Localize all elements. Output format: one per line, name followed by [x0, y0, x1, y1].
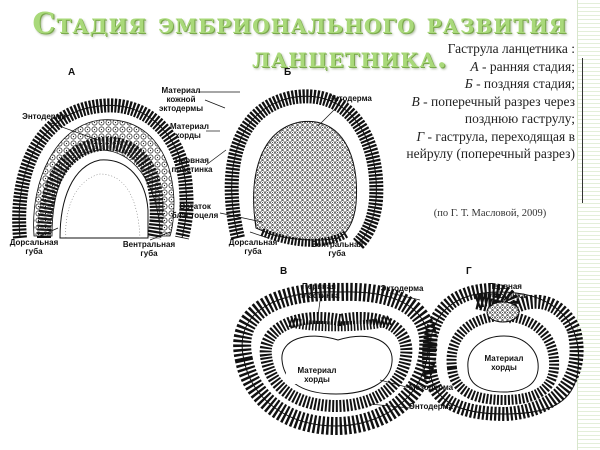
figure-letter-g: Г — [466, 266, 472, 277]
caption-item-a-letter: А — [470, 58, 479, 74]
caption-item-b-text: - поздняя стадия; — [472, 76, 575, 91]
caption-item-a-text: - ранняя стадия; — [478, 58, 575, 74]
label-pervaya-plastinka-v: Первная пластинка — [298, 282, 340, 300]
slide-title-line1: Стадия эмбрионального развития — [32, 6, 568, 40]
caption-item-v-text: - поперечный разрез через позднюю гастру… — [419, 93, 575, 127]
figure-b-late-gastrula — [224, 89, 384, 249]
caption-heading: Гаструла ланцетника : — [447, 41, 575, 56]
figure-letter-v: В — [280, 266, 288, 277]
caption-item-a: А - ранняя стадия; — [405, 58, 575, 76]
figure-v-cross-section — [233, 282, 438, 436]
label-entoderma-v: Энтодерма — [409, 402, 453, 411]
caption-item-v-letter: В — [411, 93, 420, 109]
caption-item-b-letter: Б — [464, 76, 473, 91]
caption-brace — [576, 58, 583, 203]
figure-letter-b: Б — [284, 67, 292, 78]
label-mezoderma-v: Мезодерма — [408, 383, 454, 392]
label-dorsalnaya-guba-a: Дорсальная губа — [9, 238, 59, 256]
label-entoderma-a: Энтодерма — [22, 112, 66, 121]
label-pervaya-plastinka: Первная пластинка — [171, 156, 213, 174]
caption-item-g-text: - гаструла, переходящая в нейрулу (попер… — [406, 128, 575, 162]
caption-item-v: В - поперечный разрез через позднюю гаст… — [405, 93, 576, 128]
label-material-kozhnoy-ektodermy: Материал кожной эктодермы — [158, 86, 204, 113]
caption-item-g-letter: Г — [416, 128, 425, 144]
figure-letter-a: А — [68, 67, 76, 78]
figure-b-archenteron — [253, 120, 358, 241]
caption-item-b: Б - поздняя стадия; — [405, 75, 575, 93]
label-ektoderma-v: Эктодерма — [380, 284, 424, 293]
label-ventralnaya-guba-b: Вентральная губа — [310, 240, 364, 258]
label-entoderma-b: Энтодерма — [328, 94, 372, 103]
label-material-hordy-g: Материал хорды — [484, 354, 524, 372]
label-ostatok-blastocelya: Остаток бластоцеля — [171, 202, 219, 220]
label-pervaya-plastinka-g: Первная пластинка — [484, 282, 526, 300]
caption-item-g: Г - гаструла, переходящая в нейрулу (поп… — [405, 128, 575, 163]
figure-caption: Гаструла ланцетника : А - ранняя стадия;… — [405, 40, 575, 163]
source-citation: (по Г. Т. Масловой, 2009) — [433, 208, 547, 219]
label-material-hordy: Материал хорды — [170, 122, 209, 140]
leader-lines — [39, 91, 421, 409]
label-ventralnaya-guba-a: Вентральная губа — [122, 240, 176, 258]
figure-a-early-gastrula — [12, 98, 194, 240]
label-material-hordy-v: Материал хорды — [286, 366, 348, 384]
figure-a-blastocoel — [33, 119, 175, 237]
label-dorsalnaya-guba-b: Дорсальная губа — [228, 238, 278, 256]
slide-title-line2: ланцетника. — [252, 40, 448, 74]
figure-g-cross-section — [422, 282, 584, 422]
